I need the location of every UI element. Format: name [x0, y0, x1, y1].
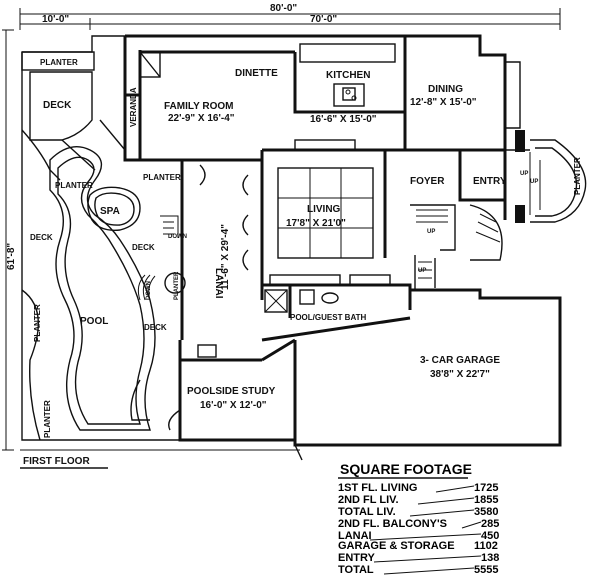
- living-size: 17'8" X 21'0": [286, 218, 346, 229]
- spa-label: SPA: [100, 206, 120, 217]
- study-size: 16'-0" X 12'-0": [200, 400, 267, 411]
- pool-deck-area: [20, 35, 300, 451]
- dining-size: 12'-8" X 15'-0": [410, 97, 477, 108]
- lanai-label: LANAI: [213, 268, 224, 299]
- pool-bath-label: POOL/GUEST BATH: [290, 313, 367, 322]
- family-room-label: FAMILY ROOM: [164, 101, 233, 112]
- down-1-label: DOWN: [168, 234, 187, 240]
- planter-side-label: PLANTER: [33, 304, 42, 342]
- sf-row-label: 2ND FL LIV.: [338, 494, 399, 506]
- sf-row-label: 2ND FL. BALCONY'S: [338, 518, 447, 530]
- sf-row-value: 1855: [474, 494, 498, 506]
- pool-label: POOL: [80, 316, 108, 327]
- family-room-size: 22'-9" X 16'-4": [168, 113, 235, 124]
- entry-label: ENTRY: [473, 176, 507, 187]
- deck-left-label: DECK: [30, 233, 53, 242]
- sf-row-label: TOTAL: [338, 564, 374, 576]
- overall-depth-dim: 61'-8": [6, 243, 17, 270]
- sf-row-value: 450: [481, 530, 499, 542]
- square-footage-title: SQUARE FOOTAGE: [340, 461, 472, 477]
- sf-row-value: 3580: [474, 506, 498, 518]
- up-3-label: UP: [427, 229, 435, 235]
- sf-row-label: GARAGE & STORAGE: [338, 540, 455, 552]
- sf-row-value: 138: [481, 552, 499, 564]
- down-2-label: DOWN: [146, 281, 152, 300]
- garage-size: 38'8" X 22'7": [430, 369, 490, 380]
- kitchen-size: 16'-6" X 15'-0": [310, 114, 377, 125]
- planter-bottom-label: PLANTER: [43, 400, 52, 438]
- sf-row-label: 1ST FL. LIVING: [338, 482, 417, 494]
- right-width-dim: 70'-0": [310, 14, 337, 25]
- planter-small-label: PLANTER: [174, 271, 180, 300]
- veranda-label: VERANDA: [129, 87, 138, 127]
- dimension-lines: [2, 8, 561, 451]
- planter-right-label: PLANTER: [573, 157, 582, 195]
- left-width-dim: 10'-0": [42, 14, 69, 25]
- deck-mid-label: DECK: [132, 243, 155, 252]
- poolside-study-label: POOLSIDE STUDY: [187, 386, 276, 397]
- up-4-label: UP: [418, 268, 426, 274]
- sf-row-value: 1102: [474, 540, 498, 552]
- foyer-label: FOYER: [410, 176, 445, 187]
- planter-mid-label: PLANTER: [143, 173, 181, 182]
- deck-pool-label: DECK: [144, 323, 167, 332]
- up-1-label: UP: [520, 171, 528, 177]
- sf-row-value: 1725: [474, 482, 498, 494]
- sf-row-label: TOTAL LIV.: [338, 506, 396, 518]
- first-floor-label: FIRST FLOOR: [23, 456, 90, 467]
- living-label: LIVING: [307, 204, 341, 215]
- sf-row-label: LANAI: [338, 530, 372, 542]
- sf-row-label: ENTRY: [338, 552, 376, 564]
- planter-left-label: PLANTER: [55, 181, 93, 190]
- deck-top-label: DECK: [43, 100, 72, 111]
- kitchen-label: KITCHEN: [326, 70, 370, 81]
- sf-row-value: 5555: [474, 564, 498, 576]
- house-walls: [123, 34, 587, 461]
- dining-label: DINING: [428, 84, 463, 95]
- up-2-label: UP: [530, 179, 538, 185]
- garage-label: 3- CAR GARAGE: [420, 355, 500, 366]
- lanai-size: 11'-6" X 29'-4": [220, 224, 231, 290]
- square-footage-table: SQUARE FOOTAGE 1ST FL. LIVING 1725 2ND F…: [338, 461, 499, 576]
- sf-row-value: 285: [481, 518, 499, 530]
- overall-width-dim: 80'-0": [270, 3, 297, 14]
- planter-top-label: PLANTER: [40, 58, 78, 67]
- dinette-label: DINETTE: [235, 68, 278, 79]
